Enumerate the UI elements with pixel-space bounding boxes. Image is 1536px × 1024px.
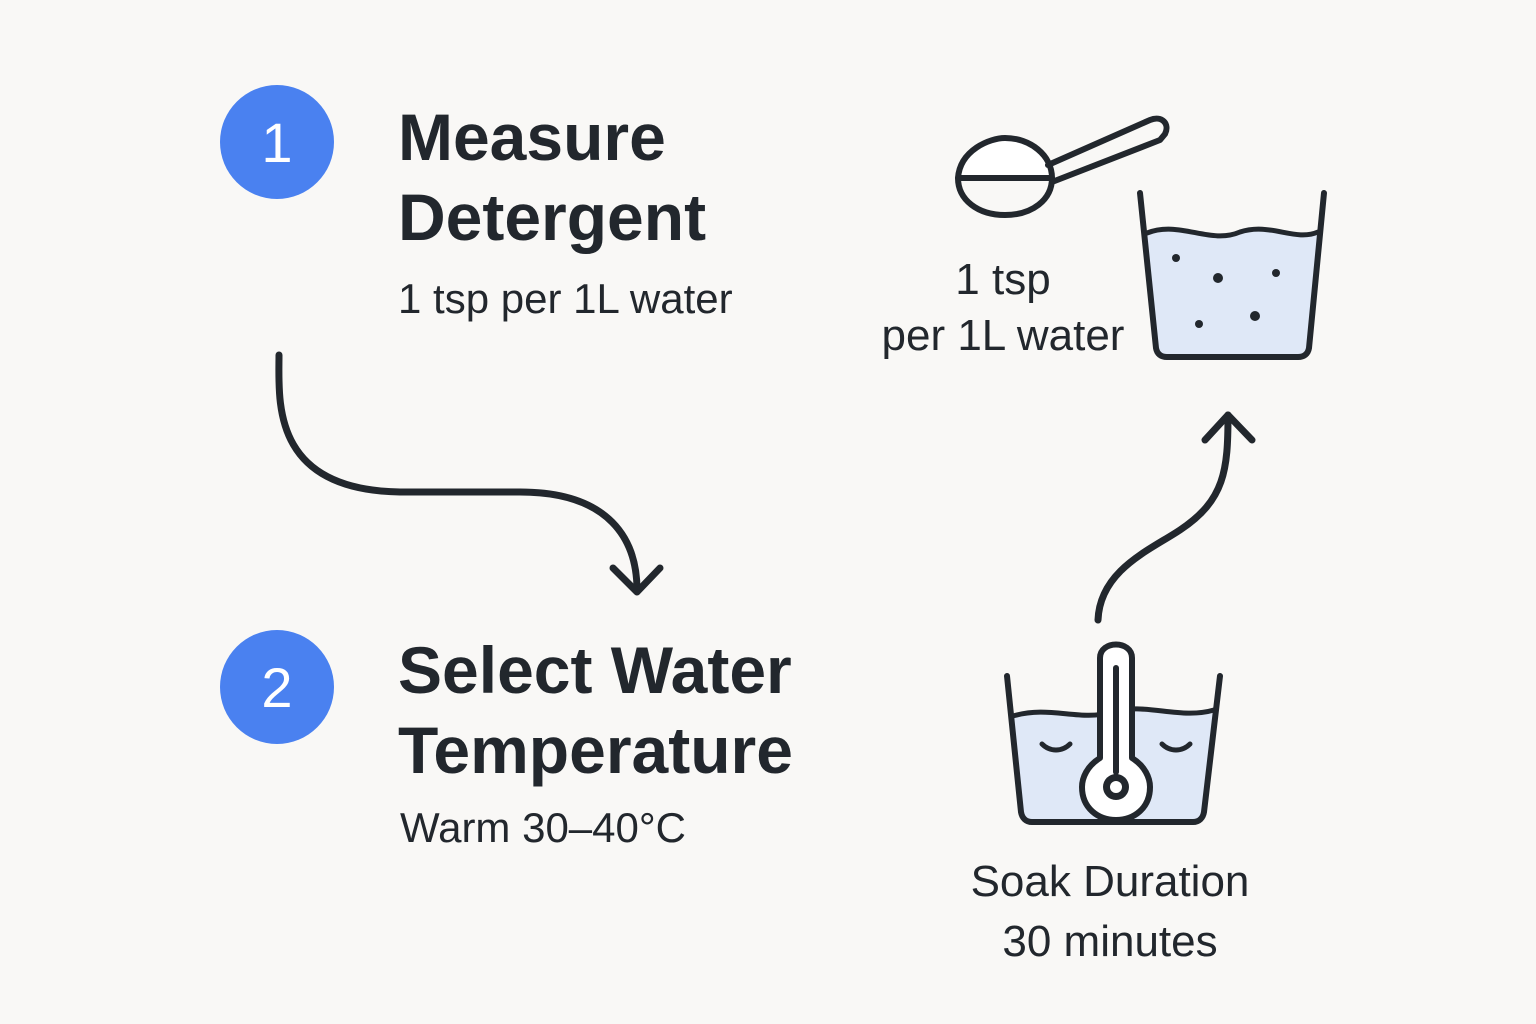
scoop-caption-line1: 1 tsp — [955, 255, 1051, 304]
step-2-title: Select Water Temperature — [398, 630, 793, 790]
step-2-badge: 2 — [220, 630, 334, 744]
scoop-caption: 1 tsp per 1L water — [868, 252, 1138, 364]
step-1-title-line2: Detergent — [398, 180, 707, 254]
curved-arrow-icon — [275, 351, 664, 596]
step-2-number: 2 — [261, 655, 293, 719]
soak-caption-line1: Soak Duration — [970, 857, 1250, 906]
soak-caption: Soak Duration 30 minutes — [920, 852, 1300, 972]
soak-caption-line2: 30 minutes — [1002, 917, 1218, 966]
scoop-caption-line2: per 1L water — [881, 311, 1125, 360]
curved-arrow-icon — [1094, 411, 1256, 624]
step-2-title-line2: Temperature — [398, 713, 793, 787]
step-1-badge: 1 — [220, 85, 334, 199]
step-2-subtitle: Warm 30–40°C — [400, 804, 687, 851]
water-basin-icon — [1137, 190, 1327, 360]
step-1-subtitle: 1 tsp per 1L water — [398, 275, 733, 322]
step-1-title-line1: Measure — [398, 100, 666, 174]
measuring-scoop-icon — [955, 115, 1170, 218]
step-2-title-line1: Select Water — [398, 633, 792, 707]
step-1-title: Measure Detergent — [398, 97, 706, 257]
step-1-number: 1 — [261, 110, 293, 174]
thermometer-basin-icon — [1004, 641, 1223, 825]
